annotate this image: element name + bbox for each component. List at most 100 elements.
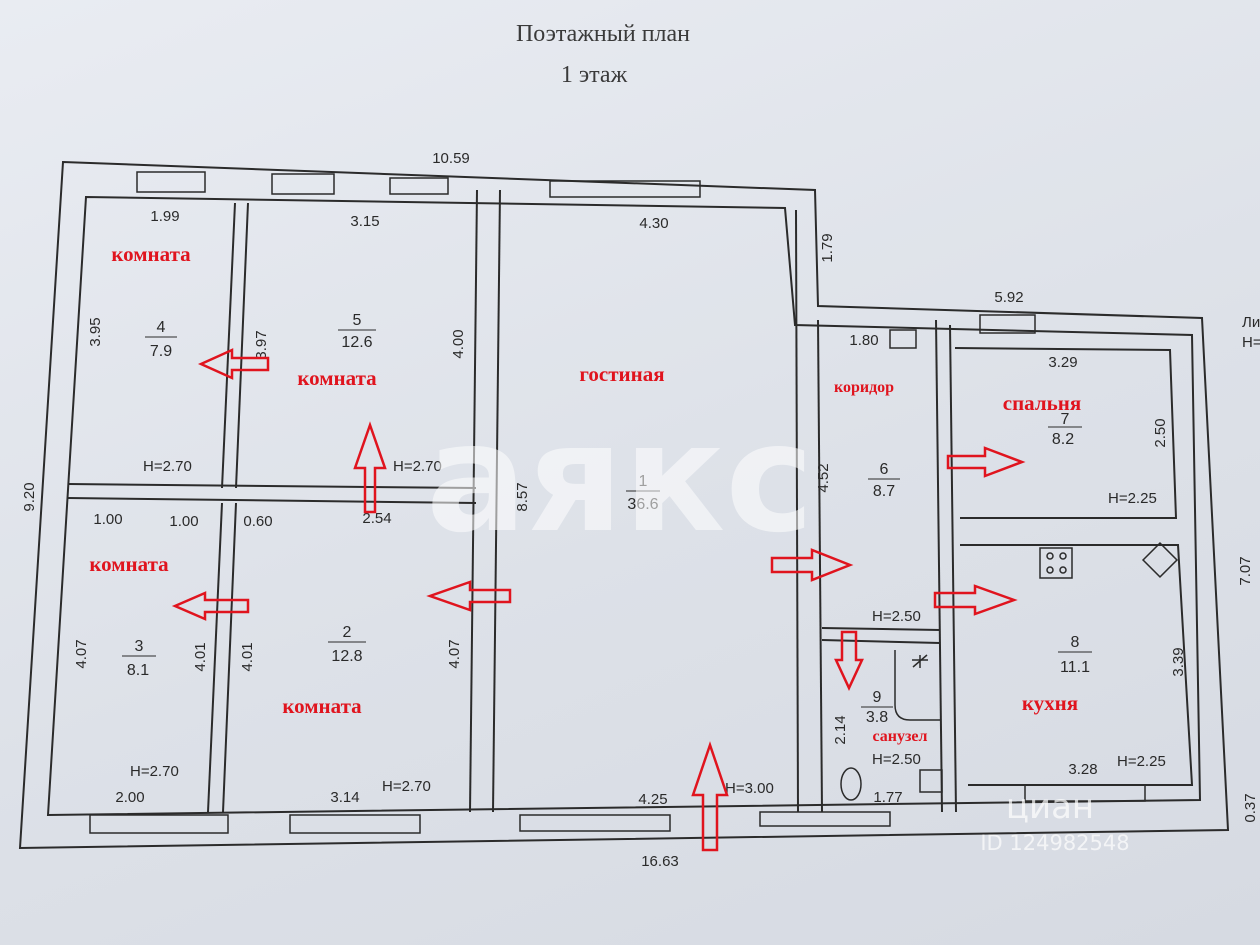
dim-top-left: 10.59 (432, 150, 470, 167)
vent-icon (889, 329, 917, 349)
dim-r8-side: 3.39 (1170, 647, 1187, 676)
room-6-number: 6 (880, 461, 889, 478)
boiler-icon (1141, 541, 1179, 579)
arrow-room5 (353, 421, 387, 514)
room-4-area: 7.9 (150, 343, 172, 360)
room-3: 3 8.1 H=2.70 комната (89, 552, 178, 780)
toilet-icon (840, 767, 862, 801)
room-1: 1 36.6 H=3.00 гостиная (579, 362, 773, 797)
outer-walls (18, 160, 1230, 850)
room-7: 7 8.2 H=2.25 спальня (1003, 391, 1157, 507)
dim-r1-bottom: 4.25 (638, 791, 667, 808)
room-5: 5 12.6 H=2.70 комната (297, 312, 441, 475)
room-6-label: коридор (834, 379, 894, 396)
arrow-room2 (426, 580, 512, 612)
room-2: 2 12.8 H=2.70 комната (282, 624, 430, 795)
room-6-height: H=2.50 (872, 608, 921, 625)
dimension-labels: 10.59 16.63 9.20 7.07 0.37 5.92 1.79 1.9… (21, 150, 1260, 870)
dim-r7-side: 2.50 (1152, 418, 1169, 447)
arrow-entrance (691, 741, 729, 852)
bathtub-icon (894, 650, 940, 721)
windows (89, 171, 1146, 834)
room-5-number: 5 (353, 312, 362, 329)
room-4-number: 4 (157, 319, 166, 336)
arrow-corridor (770, 548, 854, 582)
shower-icon (912, 654, 928, 668)
dim-r2-side: 4.01 (239, 642, 256, 671)
fixtures (840, 329, 1179, 801)
watermark-cian-id: ID 124982548 (980, 831, 1129, 855)
room-1-area: 36.6 (627, 496, 658, 513)
dim-r1-side: 8.57 (514, 482, 531, 511)
room-3-number: 3 (135, 638, 144, 655)
dim-right-block-top: 5.92 (994, 289, 1023, 306)
room-2-height: H=2.70 (382, 778, 431, 795)
room-2-number: 2 (343, 624, 352, 641)
edge-text-top: Ли (1242, 314, 1260, 331)
dim-r3-side: 4.07 (73, 639, 90, 668)
dim-bath-vent: 1.80 (849, 332, 878, 349)
dim-left-total: 9.20 (21, 482, 38, 511)
room-1-label: гостиная (579, 362, 664, 386)
room-7-label: спальня (1003, 391, 1081, 415)
dim-r8-bottom: 3.28 (1068, 761, 1097, 778)
arrow-room4 (197, 348, 270, 380)
arrow-room3 (171, 591, 250, 621)
dim-corner-right: 0.37 (1242, 793, 1259, 822)
room-7-height: H=2.25 (1108, 490, 1157, 507)
dim-r3-bottom: 2.00 (115, 789, 144, 806)
edge-text-bottom: H= (1242, 334, 1260, 351)
room-9-height: H=2.50 (872, 751, 921, 768)
dim-r2-side2: 4.07 (446, 639, 463, 668)
room-4: 4 7.9 H=2.70 комната (111, 242, 191, 475)
room-1-height: H=3.00 (725, 780, 774, 797)
dim-r2-bottom: 3.14 (330, 789, 359, 806)
plan-title: Поэтажный план (516, 21, 690, 47)
room-4-height: H=2.70 (143, 458, 192, 475)
room-6: 6 8.7 H=2.50 коридор (834, 379, 921, 625)
watermark-main: аякс (426, 392, 814, 566)
room-9-label: санузел (872, 728, 927, 745)
arrow-bedroom (946, 446, 1026, 478)
room-5-label: комната (297, 366, 377, 390)
stove-icon (1039, 547, 1073, 579)
room-9-number: 9 (873, 689, 882, 706)
dim-right-total: 7.07 (1237, 556, 1254, 585)
dim-r4-top: 1.99 (150, 208, 179, 225)
dim-door-b: 1.00 (169, 513, 198, 530)
dim-door-a: 1.00 (93, 511, 122, 528)
dim-r4-side: 3.95 (87, 317, 104, 346)
room-8: 8 11.1 H=2.25 кухня (1022, 634, 1166, 770)
room-2-label: комната (282, 694, 362, 718)
room-4-label: комната (111, 242, 191, 266)
dim-mid-notch: 1.79 (819, 233, 836, 262)
room-5-height: H=2.70 (393, 458, 442, 475)
arrow-kitchen (933, 584, 1018, 616)
dim-r5-side: 4.00 (450, 329, 467, 358)
watermark-cian: циан (1006, 787, 1094, 827)
dim-r9-bottom: 1.77 (873, 789, 902, 806)
dim-r9-side: 2.14 (832, 715, 849, 744)
dim-bottom-total: 16.63 (641, 853, 679, 870)
room-8-number: 8 (1071, 634, 1080, 651)
room-3-height: H=2.70 (130, 763, 179, 780)
dim-r1-top: 4.30 (639, 215, 668, 232)
room-3-label: комната (89, 552, 169, 576)
dim-r5-top: 3.15 (350, 213, 379, 230)
sink-icon (919, 769, 943, 793)
interior-walls (67, 189, 1194, 813)
dim-r3-side2: 4.01 (192, 642, 209, 671)
dim-r6-side: 4.52 (815, 463, 832, 492)
room-3-area: 8.1 (127, 662, 149, 679)
room-9: 9 3.8 H=2.50 санузел (861, 689, 928, 768)
dim-door-c: 0.60 (243, 513, 272, 530)
room-8-area: 11.1 (1060, 659, 1090, 676)
door-arrows (171, 348, 1026, 852)
dim-r4-side2: 3.97 (253, 330, 270, 359)
dim-door-d: 2.54 (362, 510, 391, 527)
room-8-height: H=2.25 (1117, 753, 1166, 770)
room-6-area: 8.7 (873, 483, 895, 500)
room-1-number: 1 (639, 473, 648, 490)
